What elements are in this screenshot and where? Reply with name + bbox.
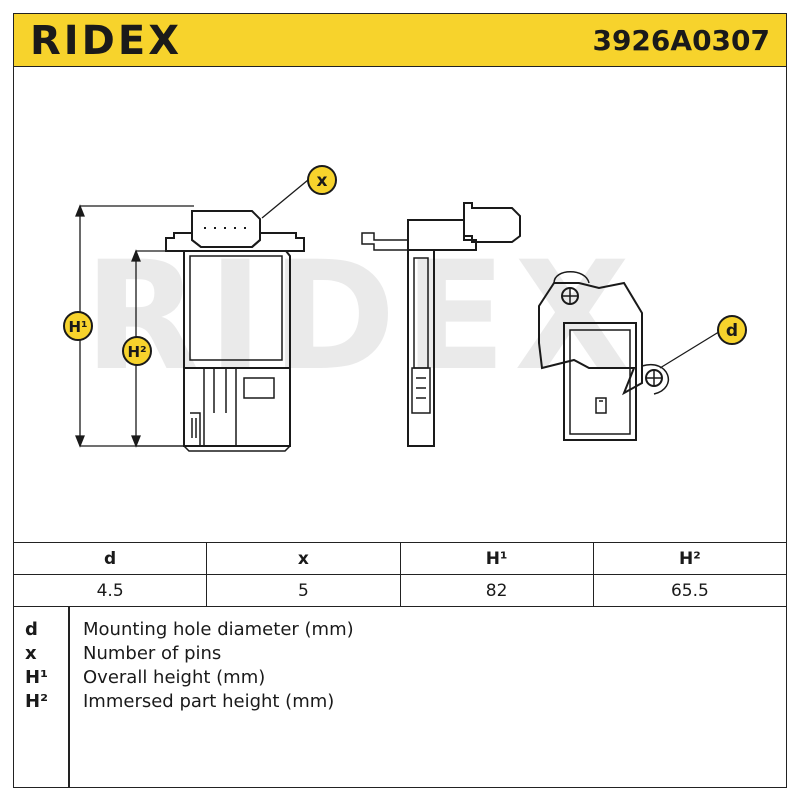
dimensions-table: d x H¹ H² 4.5 5 82 65.5 [12, 542, 788, 607]
sensor-side-view [361, 202, 521, 447]
header-bar: RIDEX 3926A0307 [13, 13, 787, 67]
legend-item: x Number of pins [13, 642, 787, 666]
legend-desc: Immersed part height (mm) [83, 691, 335, 712]
sensor-front-view [165, 210, 305, 452]
dimensions-value-row: 4.5 5 82 65.5 [12, 574, 788, 607]
watermark-text: RIDEX [84, 230, 638, 404]
top-outline [538, 281, 643, 396]
dimensions-header-h2: H² [592, 542, 788, 575]
callout-h2: H² [122, 336, 152, 366]
flange [165, 232, 305, 252]
legend: d Mounting hole diameter (mm) x Number o… [13, 606, 787, 788]
callout-h1: H¹ [63, 311, 93, 341]
callout-h2-label: H² [127, 343, 146, 361]
legend-key: H² [25, 691, 48, 712]
legend-item: H¹ Overall height (mm) [13, 666, 787, 690]
brand-logo-text: RIDEX [30, 18, 183, 64]
front-inner [189, 255, 283, 361]
legend-key: d [25, 619, 38, 640]
front-channel [203, 368, 275, 446]
callout-d: d [717, 315, 747, 345]
side-body [407, 249, 435, 447]
legend-desc: Overall height (mm) [83, 667, 266, 688]
callout-x-label: x [317, 171, 328, 191]
legend-item: d Mounting hole diameter (mm) [13, 618, 787, 642]
callout-d-label: d [726, 321, 738, 341]
brand-logo: RIDEX [30, 19, 182, 63]
dimensions-header-h1: H¹ [399, 542, 594, 575]
dimensions-value-h1: 82 [399, 574, 594, 607]
legend-key: x [25, 643, 37, 664]
side-connector [463, 202, 521, 243]
legend-desc: Number of pins [83, 643, 222, 664]
dimension-lines [75, 179, 723, 448]
part-number: 3926A0307 [592, 24, 770, 57]
dimensions-value-d: 4.5 [12, 574, 208, 607]
dimensions-header-d: d [12, 542, 208, 575]
dimensions-header-row: d x H¹ H² [12, 542, 788, 575]
watermark: RIDEX [84, 230, 638, 404]
callout-h1-label: H¹ [68, 318, 87, 336]
dimensions-value-x: 5 [206, 574, 401, 607]
legend-divider [68, 606, 70, 788]
dimensions-header-x: x [206, 542, 401, 575]
dimensions-value-h2: 65.5 [592, 574, 788, 607]
sensor-top-view [538, 271, 670, 441]
legend-key: H¹ [25, 667, 48, 688]
top-connector [563, 322, 637, 441]
callout-x: x [307, 165, 337, 195]
legend-item: H² Immersed part height (mm) [13, 690, 787, 714]
legend-desc: Mounting hole diameter (mm) [83, 619, 354, 640]
technical-drawing: RIDEX [63, 165, 747, 452]
